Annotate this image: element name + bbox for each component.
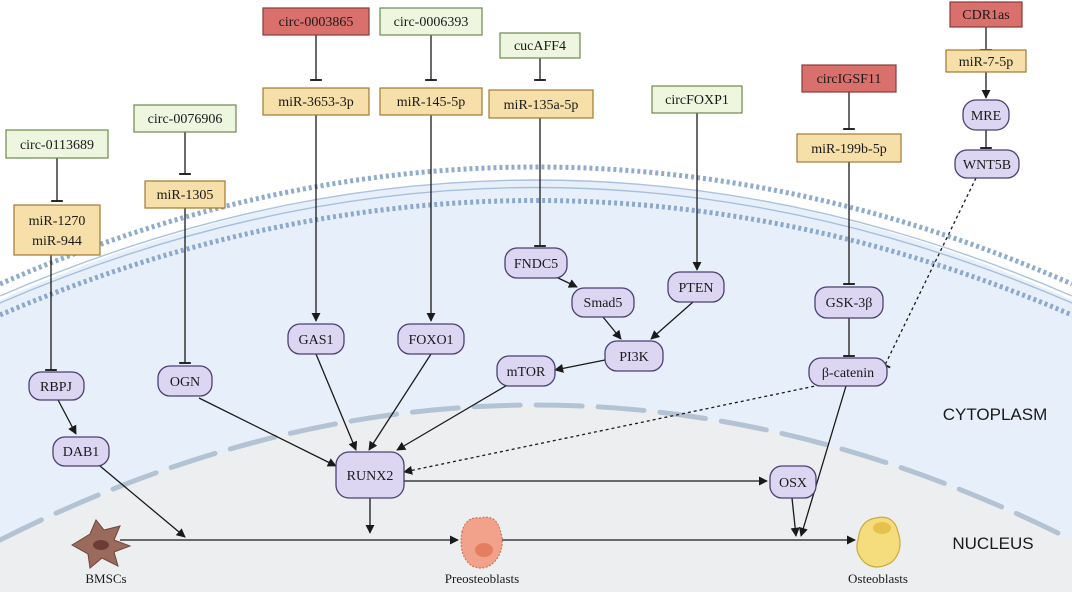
circfoxp1-label: circFOXP1 bbox=[665, 93, 729, 108]
circ-0076906-label: circ-0076906 bbox=[148, 112, 223, 127]
bcatenin-label: β-catenin bbox=[822, 366, 874, 381]
circigsf11-label: circIGSF11 bbox=[817, 72, 882, 87]
pi3k-node: PI3K bbox=[604, 340, 664, 372]
foxo1-node: FOXO1 bbox=[397, 323, 465, 355]
circ-0076906-box: circ-0076906 bbox=[133, 104, 237, 133]
mre-node: MRE bbox=[962, 99, 1010, 131]
dab1-label: DAB1 bbox=[63, 445, 100, 460]
cell-membrane bbox=[0, 164, 1072, 318]
circ-0003865-label: circ-0003865 bbox=[279, 15, 354, 30]
runx2-node: RUNX2 bbox=[335, 451, 405, 499]
mir-1305-box: miR-1305 bbox=[144, 180, 226, 209]
protein-nodes: MRE WNT5B FNDC5 Smad5 PTEN PI3K mTOR GA bbox=[28, 99, 1020, 499]
bmscs-icon bbox=[71, 519, 132, 569]
fndc5-node: FNDC5 bbox=[504, 247, 568, 279]
nucleus-area bbox=[0, 405, 1072, 592]
mir-1270-944-box: miR-1270 miR-944 bbox=[13, 204, 101, 256]
osx-label: OSX bbox=[779, 476, 807, 491]
dab1-node: DAB1 bbox=[52, 436, 110, 467]
edge-foxo1-runx2 bbox=[368, 353, 432, 451]
preosteoblasts-label: Preosteoblasts bbox=[445, 571, 519, 586]
mir-145-box: miR-145-5p bbox=[379, 87, 483, 116]
ogn-label: OGN bbox=[170, 375, 200, 390]
circfoxp1-box: circFOXP1 bbox=[651, 85, 743, 114]
gsk3b-label: GSK-3β bbox=[826, 296, 873, 311]
mirna-boxes: miR-1270 miR-944 miR-1305 miR-3653-3p mi… bbox=[13, 49, 1027, 256]
circ-0006393-box: circ-0006393 bbox=[379, 7, 483, 36]
fndc5-label: FNDC5 bbox=[514, 257, 558, 272]
mir-7-label: miR-7-5p bbox=[959, 55, 1013, 70]
runx2-label: RUNX2 bbox=[347, 469, 394, 484]
bcatenin-node: β-catenin bbox=[808, 357, 888, 387]
osteoblasts-label: Osteoblasts bbox=[848, 571, 908, 586]
pten-node: PTEN bbox=[667, 271, 725, 303]
smad5-node: Smad5 bbox=[571, 287, 635, 318]
edge-rbpj-dab1 bbox=[56, 397, 77, 435]
mir-1270-label: miR-1270 bbox=[29, 214, 86, 229]
edge-gas1-runx2 bbox=[315, 353, 358, 451]
nuclear-envelope bbox=[0, 402, 1072, 543]
wnt5b-label: WNT5B bbox=[963, 158, 1011, 173]
smad5-label: Smad5 bbox=[584, 296, 623, 311]
foxo1-label: FOXO1 bbox=[408, 333, 453, 348]
circ-0113689-box: circ-0113689 bbox=[5, 129, 109, 159]
mir-944-label: miR-944 bbox=[32, 234, 82, 249]
pi3k-label: PI3K bbox=[619, 350, 649, 365]
mir-1305-label: miR-1305 bbox=[157, 188, 214, 203]
edge-bcatenin-diff bbox=[798, 385, 847, 537]
edge-pten-pi3k bbox=[650, 301, 694, 340]
cdr1as-box: CDR1as bbox=[949, 1, 1023, 28]
mtor-node: mTOR bbox=[496, 355, 556, 387]
mir-135a-label: miR-135a-5p bbox=[504, 98, 579, 113]
mir-199b-label: miR-199b-5p bbox=[811, 142, 886, 157]
mir-7-box: miR-7-5p bbox=[945, 49, 1027, 73]
edge-dab1-diff bbox=[99, 465, 186, 538]
preosteoblast-icon bbox=[460, 516, 503, 569]
mtor-label: mTOR bbox=[507, 365, 546, 380]
edge-ogn-runx2 bbox=[198, 397, 337, 467]
pathway-edges bbox=[45, 27, 992, 545]
ogn-node: OGN bbox=[157, 365, 213, 397]
gas1-node: GAS1 bbox=[287, 323, 345, 355]
mir-3653-label: miR-3653-3p bbox=[278, 95, 353, 110]
edge-bcatenin-runx2 bbox=[403, 384, 821, 475]
rbpj-node: RBPJ bbox=[28, 371, 85, 401]
edge-osx-diff bbox=[790, 497, 800, 537]
gsk3b-node: GSK-3β bbox=[814, 286, 884, 319]
wnt5b-node: WNT5B bbox=[954, 149, 1020, 179]
mir-199b-box: miR-199b-5p bbox=[796, 133, 902, 163]
cucaff4-label: cucAFF4 bbox=[514, 39, 566, 54]
osx-node: OSX bbox=[769, 465, 817, 499]
nucleus-label: NUCLEUS bbox=[952, 534, 1033, 553]
gas1-label: GAS1 bbox=[298, 333, 333, 348]
edge-mtor-runx2 bbox=[396, 383, 510, 451]
cytoplasm-label: CYTOPLASM bbox=[943, 405, 1048, 424]
edge-pi3k-mtor bbox=[554, 359, 606, 373]
mre-label: MRE bbox=[971, 109, 1001, 124]
edge-smad5-pi3k bbox=[602, 316, 622, 340]
pten-label: PTEN bbox=[679, 281, 714, 296]
mir-3653-box: miR-3653-3p bbox=[262, 87, 370, 116]
circrna-boxes: circ-0113689 circ-0076906 circ-0003865 c… bbox=[5, 1, 1023, 159]
circ-0006393-label: circ-0006393 bbox=[394, 15, 469, 30]
mir-145-label: miR-145-5p bbox=[397, 95, 465, 110]
bmscs-label: BMSCs bbox=[85, 571, 126, 586]
circ-0003865-box: circ-0003865 bbox=[262, 7, 370, 36]
mir-135a-box: miR-135a-5p bbox=[488, 89, 594, 119]
inhibit-edge-wnt5b-bcatenin bbox=[879, 177, 977, 369]
osteoblast-icon bbox=[856, 516, 901, 568]
circ-0113689-label: circ-0113689 bbox=[20, 138, 94, 153]
cucaff4-box: cucAFF4 bbox=[499, 32, 581, 59]
rbpj-label: RBPJ bbox=[40, 380, 72, 395]
cdr1as-label: CDR1as bbox=[962, 8, 1009, 23]
circigsf11-box: circIGSF11 bbox=[801, 64, 897, 93]
